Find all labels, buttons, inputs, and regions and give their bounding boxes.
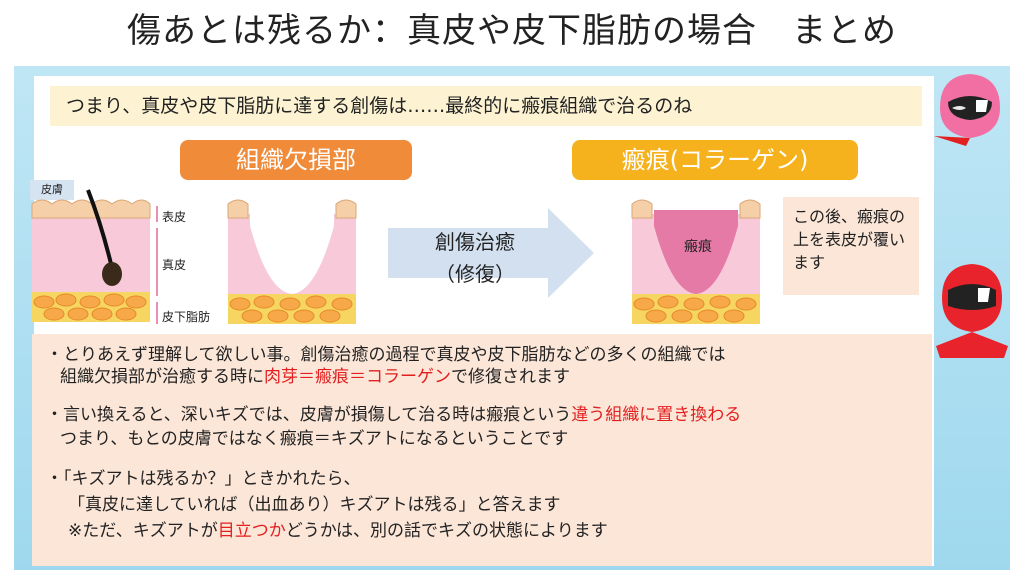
bullet-1-highlight: 肉芽＝瘢痕＝コラーゲン — [264, 367, 451, 387]
bullet-panel: ・とりあえず理解して欲しい事。創傷治癒の過程で真皮や皮下脂肪などの多くの組織では… — [32, 334, 932, 566]
epidermis-label: 表皮 — [162, 210, 187, 224]
arrow-label-healing: 創傷治癒 — [435, 230, 515, 254]
arrow-label-repair: （修復） — [435, 262, 515, 286]
bullet-2-text-pre: ・言い換えると、深いキズでは、皮膚が損傷して治る時は瘢痕という — [46, 405, 572, 425]
subcutaneous-label: 皮下脂肪 — [162, 310, 211, 324]
bullet-2-highlight: 違う組織に置き換わる — [571, 405, 742, 425]
bullet-3-line-1: ・「キズアトは残るか？」ときかれたら、 — [46, 469, 361, 489]
bullet-1-text-pre: 組織欠損部が治癒する時に — [60, 367, 264, 387]
bullet-1-line-2: 組織欠損部が治癒する時に肉芽＝瘢痕＝コラーゲンで修復されます — [60, 366, 570, 388]
scar-tissue-label: 瘢痕 — [684, 239, 712, 255]
pink-character-avatar — [934, 74, 1000, 146]
red-character-avatar — [936, 264, 1008, 358]
bullet-3-line-2: 「真皮に達していれば（出血あり）キズアトは残る」と答えます — [68, 495, 561, 515]
bullet-3-text-post: どうかは、別の話でキズの状態によります — [285, 521, 608, 541]
skin-cross-section-diagram — [31, 189, 151, 322]
page-title: 傷あとは残るか：真皮や皮下脂肪の場合 まとめ — [127, 11, 897, 51]
bullet-3-text-pre: ※ただ、キズアトが — [68, 521, 218, 541]
bullet-2-line-1: ・言い換えると、深いキズでは、皮膚が損傷して治る時は瘢痕という違う組織に置き換わ… — [46, 404, 741, 426]
bullet-1-text-post: で修復されます — [451, 367, 570, 387]
note-box: この後、瘢痕の上を表皮が覆います — [783, 197, 919, 295]
bullet-2-line-2: つまり、もとの皮膚ではなく瘢痕＝キズアトになるということです — [60, 429, 569, 449]
skin-tag: 皮膚 — [30, 180, 74, 200]
healing-arrow — [388, 208, 594, 298]
tissue-defect-label: 組織欠損部 — [180, 140, 412, 180]
scar-collagen-label: 瘢痕(コラーゲン) — [572, 140, 858, 180]
bullet-3-line-3: ※ただ、キズアトが目立つかどうかは、別の話でキズの状態によります — [68, 520, 608, 542]
bullet-3-highlight: 目立つか — [217, 521, 286, 541]
bullet-1-line-1: ・とりあえず理解して欲しい事。創傷治癒の過程で真皮や皮下脂肪などの多くの組織では — [46, 345, 726, 365]
dermis-label: 真皮 — [162, 258, 187, 272]
summary-banner: つまり、真皮や皮下脂肪に達する創傷は……最終的に瘢痕組織で治るのね — [50, 86, 922, 126]
tissue-defect-diagram — [227, 196, 357, 324]
layer-bracket-arrows — [156, 206, 158, 324]
scar-tissue-diagram — [631, 196, 761, 324]
